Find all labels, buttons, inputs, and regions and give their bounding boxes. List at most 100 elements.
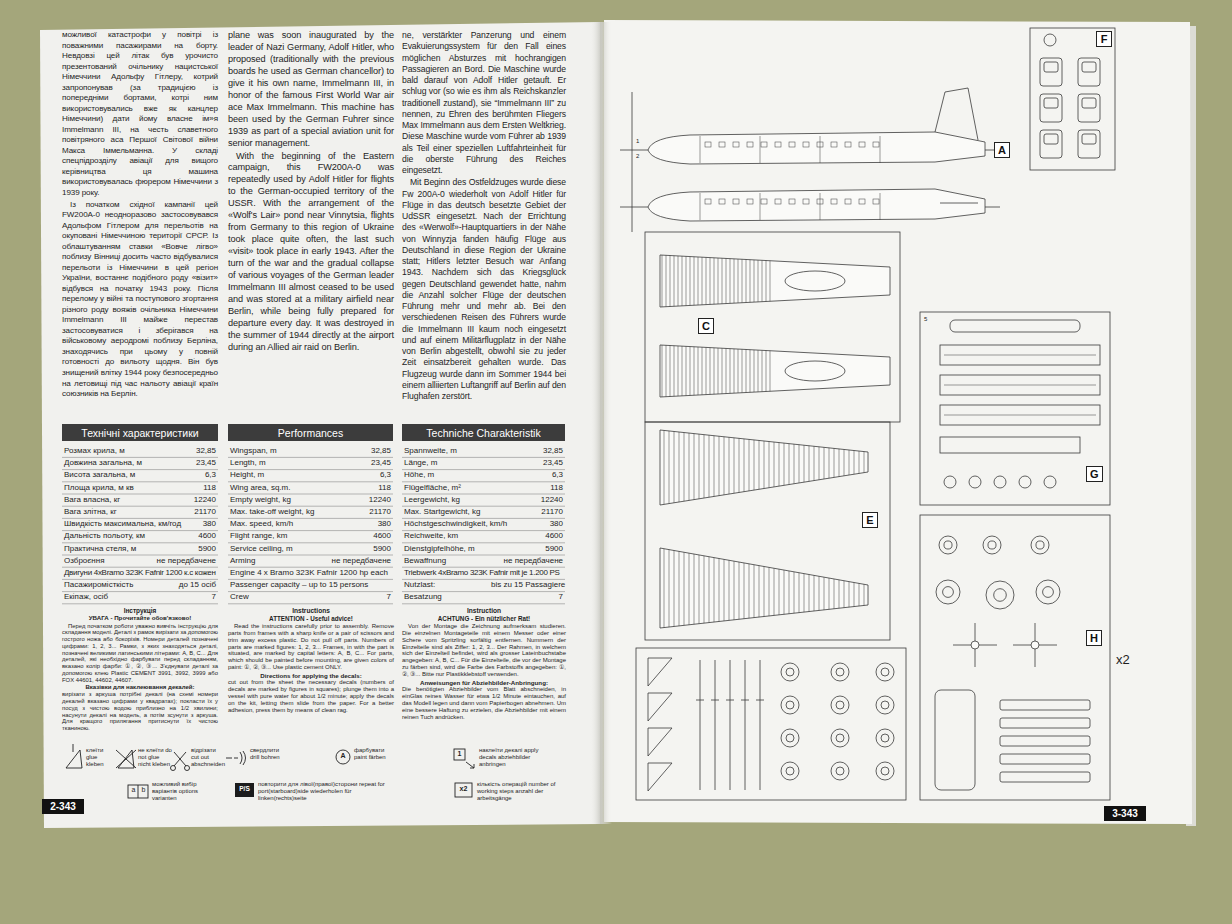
propeller-part: [1013, 623, 1057, 667]
icon-letter: a: [130, 786, 137, 794]
hatch-line: [694, 545, 695, 630]
window: [747, 199, 753, 204]
wheel-part: [786, 701, 794, 709]
table-cell: Озброєння: [64, 556, 105, 566]
table-rule: [228, 555, 393, 556]
hatch-line: [666, 253, 667, 311]
wheel-part: [781, 729, 799, 747]
table-rule: [402, 567, 565, 568]
table-rule: [402, 530, 565, 531]
body-paragraph: ne, verstärkter Panzerung und einem Evak…: [402, 30, 566, 176]
window: [719, 199, 725, 204]
hatch-line: [774, 545, 775, 630]
table-rule: [402, 518, 565, 519]
wheel-part: [876, 729, 894, 747]
hatch-line: [754, 428, 755, 508]
window: [789, 142, 795, 147]
hatching: [662, 253, 770, 311]
triangle-part: [648, 728, 672, 756]
wheel-part: [831, 762, 849, 780]
instruction-warning: УВАГА - Прочитайте обов'язково!: [62, 614, 218, 621]
table-rule: [228, 591, 393, 592]
engine-part: [1031, 536, 1049, 554]
decal-icon: [454, 749, 465, 760]
hatch-line: [849, 428, 850, 508]
engine-part: [939, 536, 957, 554]
hatch-line: [682, 343, 683, 401]
gutter-shadow: [590, 22, 612, 824]
table-cell: Швидкість максимальна, км/год: [64, 519, 181, 529]
wheel-part: [881, 734, 889, 742]
table-rule: [62, 469, 218, 470]
engine-part: [936, 580, 960, 604]
sprue-letter-text: H: [1090, 632, 1098, 644]
body-paragraph: plane was soon inaugurated by the leader…: [228, 30, 394, 150]
table-cell: 23,45: [491, 458, 563, 468]
part-number: 2: [636, 153, 644, 160]
hatch-line: [794, 545, 795, 630]
hatch-line: [662, 253, 663, 311]
hatch-line: [664, 545, 665, 630]
hatch-line: [709, 545, 710, 630]
table-rule: [62, 603, 218, 604]
panel-line: [760, 193, 761, 220]
page-number: 3-343: [1104, 806, 1146, 821]
window: [859, 199, 865, 204]
hatch-line: [819, 428, 820, 508]
instruction-title: Instruction: [402, 607, 566, 615]
table-cell: 12240: [319, 495, 391, 505]
hatch-line: [734, 343, 735, 401]
icon-letter: x2: [455, 785, 472, 793]
hatch-line: [789, 545, 790, 630]
legend-text: не клеїти do not glue nicht kleben: [138, 747, 172, 768]
hatch-line: [834, 428, 835, 508]
table-cell: 32,85: [144, 446, 216, 456]
sprue-letter: E: [862, 512, 878, 528]
table-cell: Площа крила, м кв: [64, 483, 134, 493]
table-cell: 23,45: [144, 458, 216, 468]
table-cell: Двигуни 4xBramo 323K Fafnir 1200 к.с кож…: [64, 568, 216, 578]
table-rule: [402, 457, 565, 458]
steps-icon: [455, 783, 472, 797]
hatch-line: [662, 343, 663, 401]
sprue-letter: H: [1086, 630, 1102, 646]
hatch-line: [729, 545, 730, 630]
page-number-text: 3-343: [1112, 808, 1138, 819]
table-rule: [62, 518, 218, 519]
propeller-hub: [1031, 641, 1039, 649]
table-rule: [402, 469, 565, 470]
hatch-line: [839, 428, 840, 508]
icon-letter: 1: [455, 750, 464, 758]
table-rule: [228, 603, 393, 604]
table-cell: Дальність польоту, км: [64, 531, 145, 541]
tail-fin: [935, 88, 978, 140]
propeller-hub: [971, 641, 979, 649]
hatch-line: [669, 428, 670, 508]
table-rule: [228, 457, 393, 458]
hatch-line: [774, 428, 775, 508]
window: [747, 142, 753, 147]
table-rule: [62, 579, 218, 580]
table-cell: 32,85: [319, 446, 391, 456]
table-rule: [62, 567, 218, 568]
hatch-line: [699, 545, 700, 630]
sprue-letter: G: [1086, 466, 1103, 482]
paint-icon: [336, 750, 350, 764]
nacelle-part: [660, 255, 890, 307]
table-cell: Розмах крила, м: [64, 446, 125, 456]
table-cell: Flügelfläche, m²: [404, 483, 461, 493]
no-glue-icon: [116, 750, 136, 768]
table-cell: 23,45: [319, 458, 391, 468]
window: [873, 142, 879, 147]
hatch-line: [769, 428, 770, 508]
seat-part: [1040, 94, 1062, 122]
cabin-part: [940, 405, 1100, 425]
legend-text: свердлити drill bohren: [250, 747, 290, 761]
wheel-part: [836, 734, 844, 742]
hatch-line: [746, 253, 747, 311]
seat-part: [1044, 98, 1058, 108]
table-cell: Länge, m: [404, 458, 437, 468]
hatch-line: [824, 545, 825, 630]
table-cell: Вага власна, кг: [64, 495, 120, 505]
instruction-text: Von der Montage die Zeichnung aufmerksam…: [402, 623, 566, 678]
